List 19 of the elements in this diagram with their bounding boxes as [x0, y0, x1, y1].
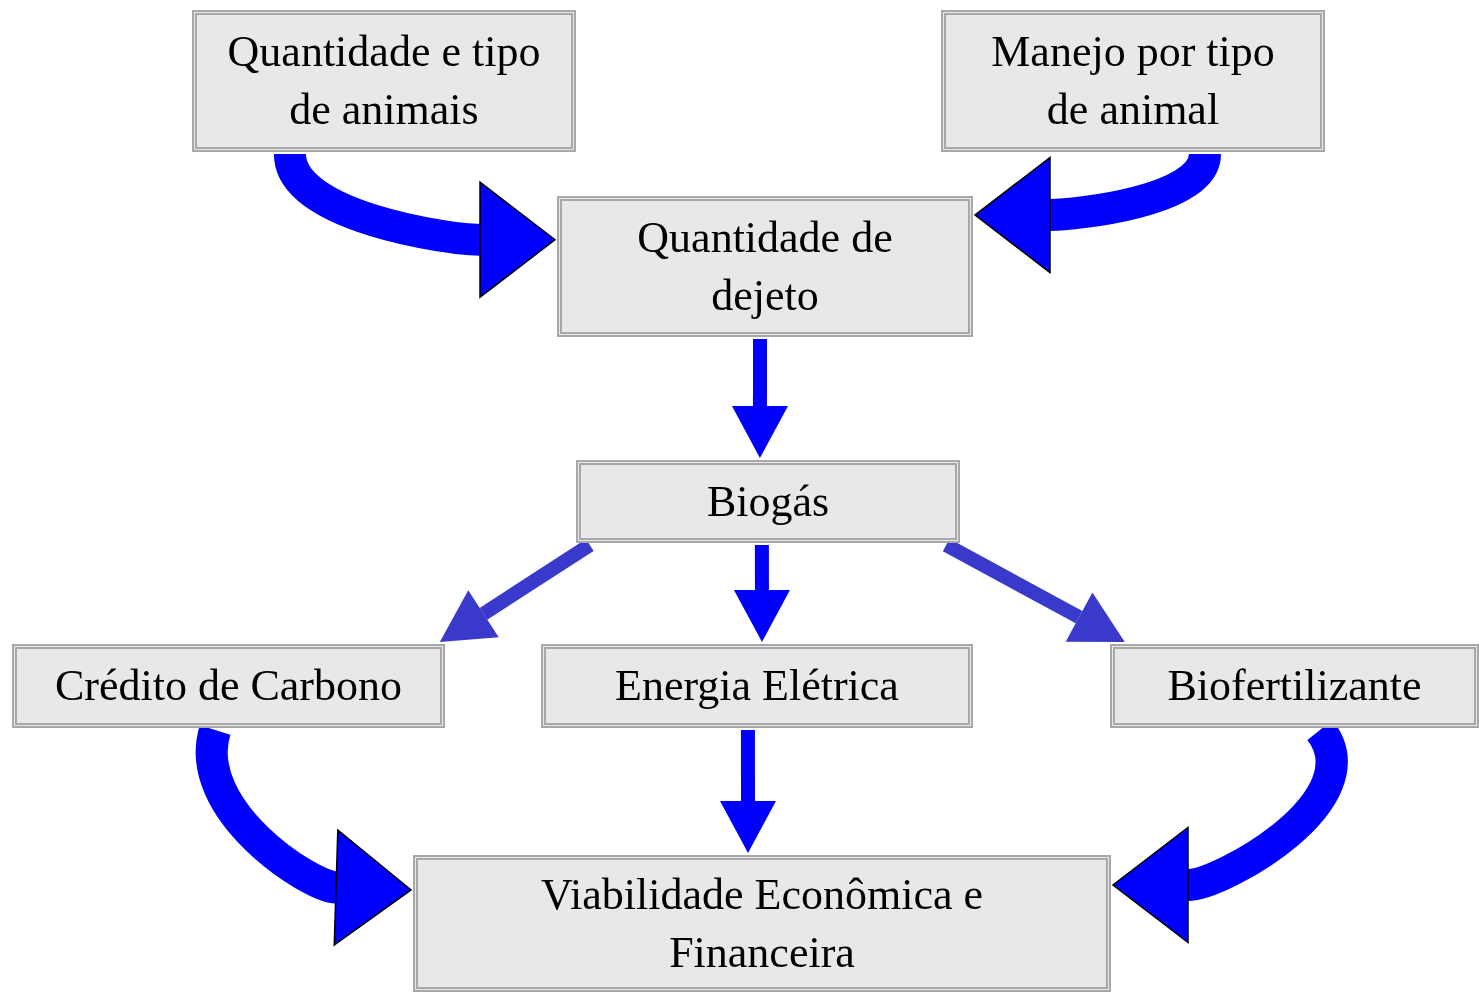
block-arrow	[733, 545, 790, 642]
box-label: Quantidade e tipo de animais	[226, 26, 542, 136]
process-box	[576, 460, 960, 543]
box-label: Energia Elétrica	[615, 660, 899, 712]
process-box	[941, 10, 1325, 152]
process-box	[541, 644, 973, 728]
box-label: Quantidade de dejeto	[636, 211, 894, 322]
box-label: Viabilidade Econômica e Financeira	[539, 868, 985, 979]
block-arrow	[731, 339, 788, 458]
box-label: Manejo por tipo de animal	[990, 26, 1276, 136]
process-box	[1110, 644, 1479, 728]
process-box	[413, 855, 1111, 992]
box-label: Biofertilizante	[1167, 660, 1422, 712]
box-label: Biogás	[706, 475, 830, 528]
process-box	[192, 10, 576, 152]
block-arrow	[720, 730, 776, 853]
box-label: Crédito de Carbono	[54, 660, 402, 712]
process-box	[12, 644, 445, 728]
process-box	[557, 196, 973, 337]
